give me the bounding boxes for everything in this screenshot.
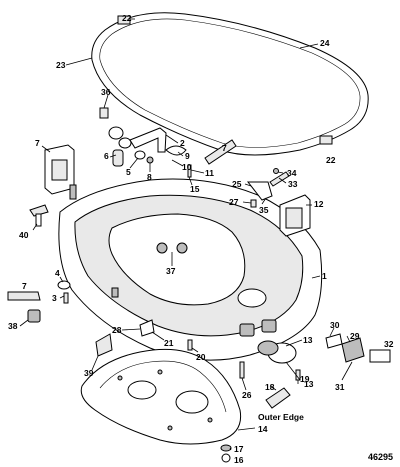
callout-1: 1 [322, 271, 327, 281]
callout-38: 38 [8, 321, 18, 331]
callout-11: 11 [205, 168, 214, 178]
callout-2: 2 [180, 138, 185, 148]
callout-37: 37 [166, 266, 176, 276]
callout-10: 10 [182, 162, 192, 172]
callout-7-left: 7 [35, 138, 40, 148]
bottom-plate [80, 348, 242, 445]
callout-39: 39 [84, 368, 94, 378]
left-hardware [7, 280, 71, 323]
callout-13-upper: 13 [303, 335, 313, 345]
callout-29: 29 [350, 331, 360, 341]
callout-15: 15 [190, 184, 200, 194]
callout-31: 31 [335, 382, 345, 392]
bottom-hardware [95, 319, 391, 463]
callout-16: 16 [234, 455, 244, 465]
fastener-40 [29, 204, 49, 227]
callout-6: 6 [104, 151, 109, 161]
callout-20: 20 [196, 352, 206, 362]
callout-21: 21 [164, 338, 174, 348]
callout-7-top: 7 [222, 143, 227, 153]
washer-17 [220, 444, 232, 452]
rear-latch-bracket [246, 168, 311, 237]
seal-clip-top [117, 15, 131, 25]
callout-27: 27 [229, 197, 239, 207]
callout-26: 26 [242, 390, 252, 400]
callout-3: 3 [52, 293, 57, 303]
callout-34: 34 [287, 168, 297, 178]
lubricant-tube-bottom [265, 387, 291, 409]
callout-40: 40 [19, 230, 29, 240]
callout-14: 14 [258, 424, 268, 434]
top-cowl-seal [91, 12, 369, 156]
callout-36: 36 [101, 87, 111, 97]
callout-9: 9 [185, 151, 190, 161]
latch-assembly [44, 144, 77, 200]
callout-22-top: 22 [122, 13, 132, 23]
callout-32: 32 [384, 339, 394, 349]
outer-edge-note: Outer Edge [258, 412, 304, 422]
callout-17: 17 [234, 444, 244, 454]
lubricant-tube-top [204, 139, 237, 165]
callout-19: 19 [300, 374, 310, 384]
bottom-cowl [58, 178, 323, 361]
callout-7-lower: 7 [22, 281, 27, 291]
callout-4: 4 [55, 268, 60, 278]
callout-30: 30 [330, 320, 340, 330]
leader-lines [19, 18, 353, 451]
callout-5: 5 [126, 167, 131, 177]
callout-8: 8 [147, 172, 152, 182]
document-number: 46295 [368, 452, 393, 462]
lubricant-tube-left [7, 291, 41, 301]
callout-28: 28 [112, 325, 122, 335]
callout-13-lower: 13 [304, 379, 314, 389]
callout-18: 18 [265, 382, 275, 392]
grommet-16 [221, 453, 231, 463]
callout-33: 33 [288, 179, 298, 189]
callout-25: 25 [232, 179, 242, 189]
seal-clip-right [319, 135, 333, 145]
callout-23: 23 [56, 60, 66, 70]
callout-labels: 22 23 24 36 7 6 5 8 2 9 10 11 15 7 22 34… [8, 13, 394, 465]
callout-35: 35 [259, 205, 269, 215]
callout-12: 12 [314, 199, 324, 209]
callout-24: 24 [320, 38, 330, 48]
bushing-36 [99, 107, 109, 119]
callout-22-right: 22 [326, 155, 336, 165]
